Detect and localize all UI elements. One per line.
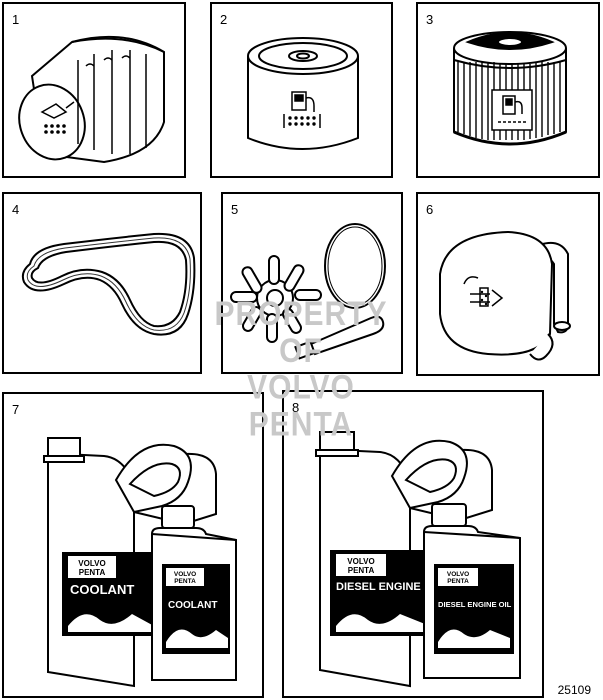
engine-oil-containers-icon: VOLVO PENTA DIESEL ENGINE O VOLVO PENTA … [315,431,521,688]
oil-small-brand2: PENTA [447,578,469,585]
panel-number: 8 [292,400,300,415]
panel-number: 5 [231,202,239,217]
panel-engine-oil: 8 VOLVO PENTA DIESEL ENGINE O VOLVO [282,390,544,698]
coolant-containers-icon: VOLVO PENTA COOLANT VOLVO PENTA COOLANT [43,437,237,688]
oil-large-brand2: PENTA [348,566,375,575]
oil-small-product: DIESEL ENGINE OIL [438,600,512,609]
air-filter-icon [439,230,571,361]
coolant-large-brand2: PENTA [79,568,106,577]
panel-impeller-kit: 5 [221,192,403,374]
panel-coolant: 7 VOLVO PENTA COOLANT V [2,392,264,698]
coolant-large-brand1: VOLVO [78,559,105,568]
oil-large-product: DIESEL ENGINE O [336,581,433,593]
panel-number: 4 [12,202,20,217]
oil-large-brand1: VOLVO [347,557,374,566]
drive-belt-icon [21,232,196,336]
panel-oil-filter: 1 [2,2,186,178]
panel-fuel-filter-insert: 3 [416,2,600,178]
coolant-small-brand1: VOLVO [174,571,196,578]
oil-filter-icon [18,35,165,164]
panel-fuel-filter: 2 [210,2,393,178]
fuel-filter-icon [247,37,359,150]
panel-number: 6 [426,202,434,217]
panel-number: 2 [220,12,228,27]
panel-drive-belt: 4 [2,192,202,374]
coolant-small-brand2: PENTA [174,578,196,585]
coolant-large-product: COOLANT [70,582,134,597]
panel-number: 1 [12,12,20,27]
figure-id: 25109 [557,683,591,697]
oil-small-brand1: VOLVO [447,571,469,578]
fuel-filter-insert-icon [453,31,567,146]
panel-air-filter: 6 [416,192,600,376]
impeller-kit-icon [230,223,386,360]
coolant-small-product: COOLANT [168,600,217,611]
panel-number: 3 [426,12,434,27]
panel-number: 7 [12,402,20,417]
